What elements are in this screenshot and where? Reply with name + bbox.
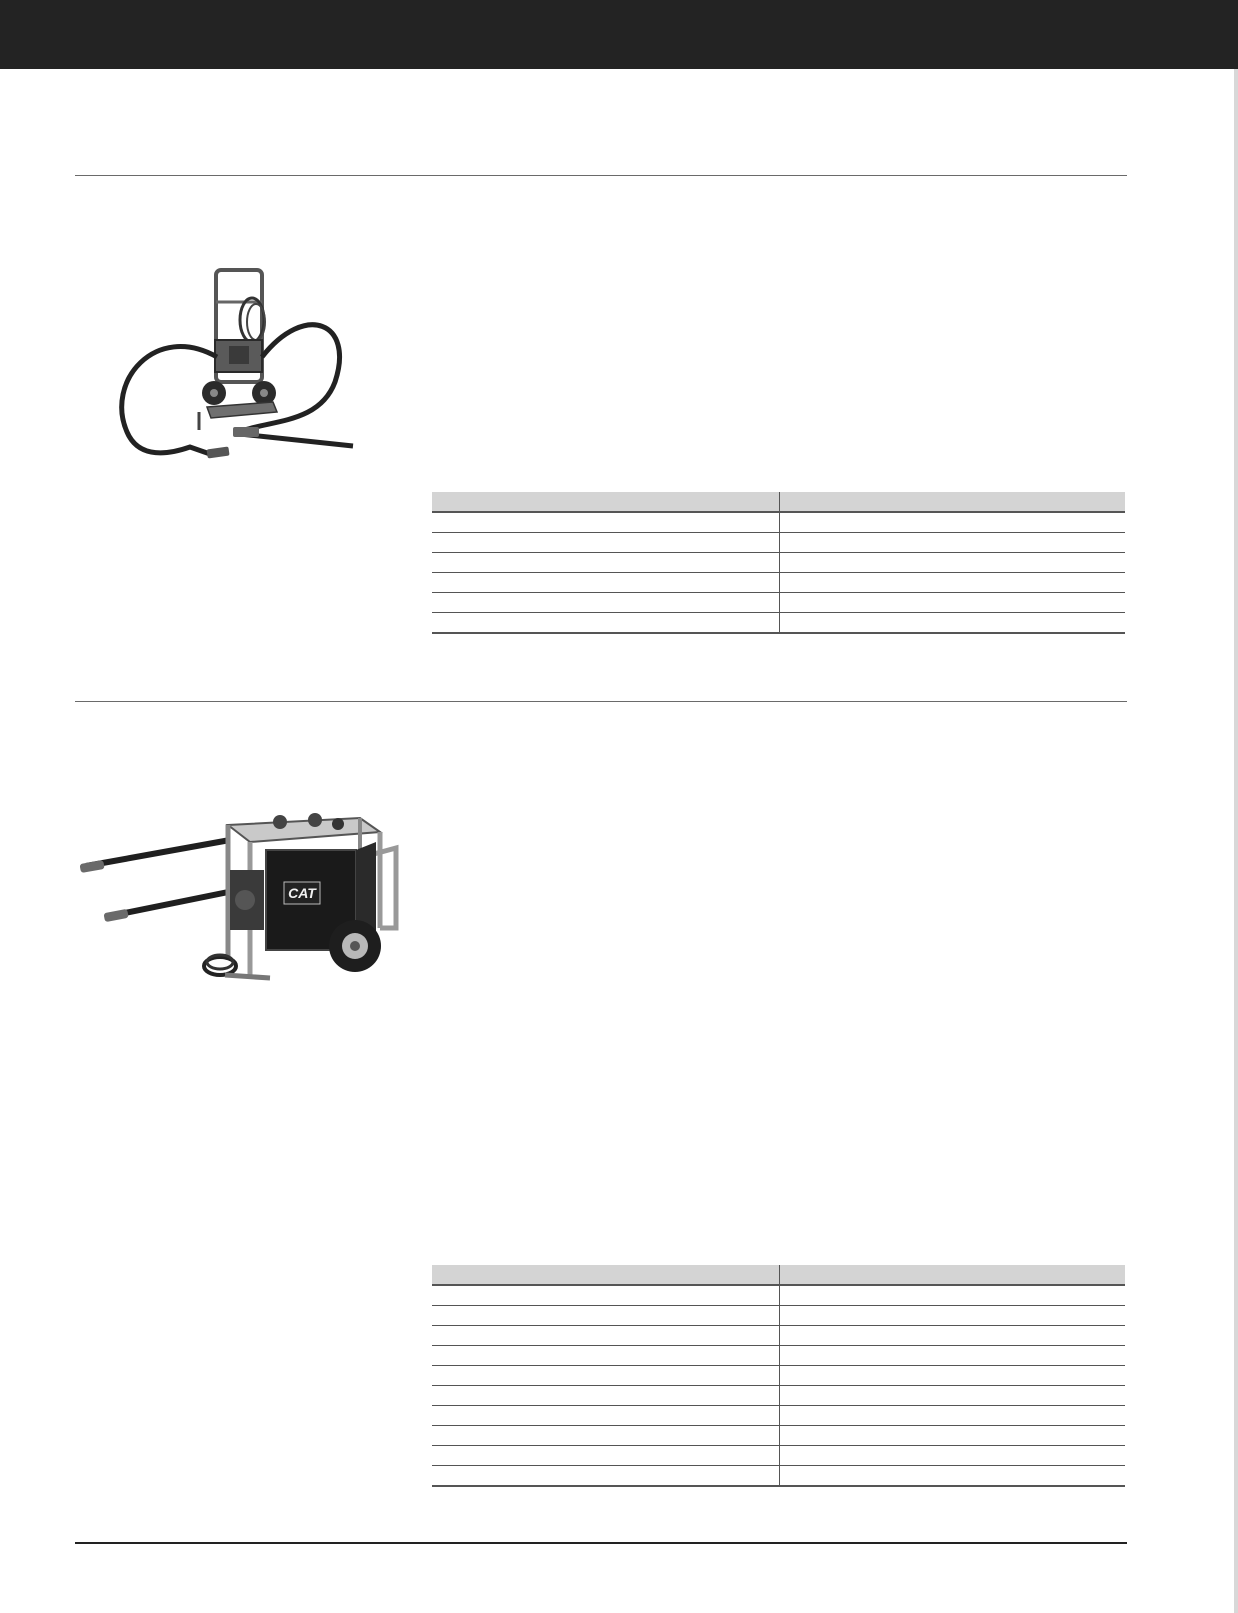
spec-table-1 bbox=[432, 492, 1125, 634]
table-cell bbox=[432, 612, 779, 634]
table-cell bbox=[778, 572, 1125, 593]
table-header-row bbox=[432, 1265, 1125, 1286]
table-row bbox=[432, 1405, 1125, 1426]
table-cell bbox=[778, 1365, 1125, 1386]
table-row bbox=[432, 1285, 1125, 1306]
table-cell bbox=[432, 512, 779, 533]
table-row bbox=[432, 1425, 1125, 1446]
product-photo-cat-power-unit: CAT bbox=[80, 813, 399, 981]
table-cell bbox=[778, 532, 1125, 553]
table-cell bbox=[778, 612, 1125, 634]
table-cell bbox=[432, 1405, 779, 1426]
table-row bbox=[432, 1445, 1125, 1466]
table-cell bbox=[432, 1465, 779, 1487]
table-cell bbox=[432, 1365, 779, 1386]
table-cell bbox=[778, 1345, 1125, 1366]
table-cell bbox=[778, 1385, 1125, 1406]
table-row bbox=[432, 532, 1125, 553]
table-cell bbox=[432, 1445, 779, 1466]
table-cell bbox=[432, 1325, 779, 1346]
table-cell bbox=[778, 1445, 1125, 1466]
table-cell bbox=[432, 572, 779, 593]
table-header-cell bbox=[778, 492, 1125, 513]
table-cell bbox=[432, 1385, 779, 1406]
table-row bbox=[432, 1465, 1125, 1487]
table-cell bbox=[778, 1405, 1125, 1426]
table-cell bbox=[432, 552, 779, 573]
page-footer-rule bbox=[75, 1542, 1127, 1544]
table-row bbox=[432, 612, 1125, 634]
table-row bbox=[432, 1385, 1125, 1406]
table-cell bbox=[778, 1285, 1125, 1306]
table-row bbox=[432, 512, 1125, 533]
page-header-bar bbox=[0, 0, 1238, 69]
product-photo-vibrator-cart bbox=[119, 268, 354, 459]
table-cell bbox=[778, 512, 1125, 533]
table-cell bbox=[432, 592, 779, 613]
cat-badge-text: CAT bbox=[288, 885, 317, 901]
table-row bbox=[432, 1345, 1125, 1366]
table-row bbox=[432, 1365, 1125, 1386]
table-cell bbox=[778, 1325, 1125, 1346]
table-row bbox=[432, 572, 1125, 593]
table-cell bbox=[432, 1285, 779, 1306]
section-divider-middle bbox=[75, 701, 1127, 702]
table-cell bbox=[778, 1305, 1125, 1326]
table-row bbox=[432, 1305, 1125, 1326]
table-cell bbox=[432, 1345, 779, 1366]
section-divider-top bbox=[75, 175, 1127, 176]
table-row bbox=[432, 552, 1125, 573]
table-header-cell bbox=[432, 492, 779, 513]
table-cell bbox=[778, 1465, 1125, 1487]
table-cell bbox=[432, 1425, 779, 1446]
table-header-row bbox=[432, 492, 1125, 513]
table-cell bbox=[778, 1425, 1125, 1446]
table-row bbox=[432, 592, 1125, 613]
table-cell bbox=[778, 552, 1125, 573]
spec-table-2 bbox=[432, 1265, 1125, 1487]
table-cell bbox=[432, 532, 779, 553]
table-cell bbox=[432, 1305, 779, 1326]
table-header-cell bbox=[432, 1265, 779, 1286]
page-edge-strip bbox=[1234, 69, 1238, 1613]
table-header-cell bbox=[778, 1265, 1125, 1286]
table-cell bbox=[778, 592, 1125, 613]
table-row bbox=[432, 1325, 1125, 1346]
